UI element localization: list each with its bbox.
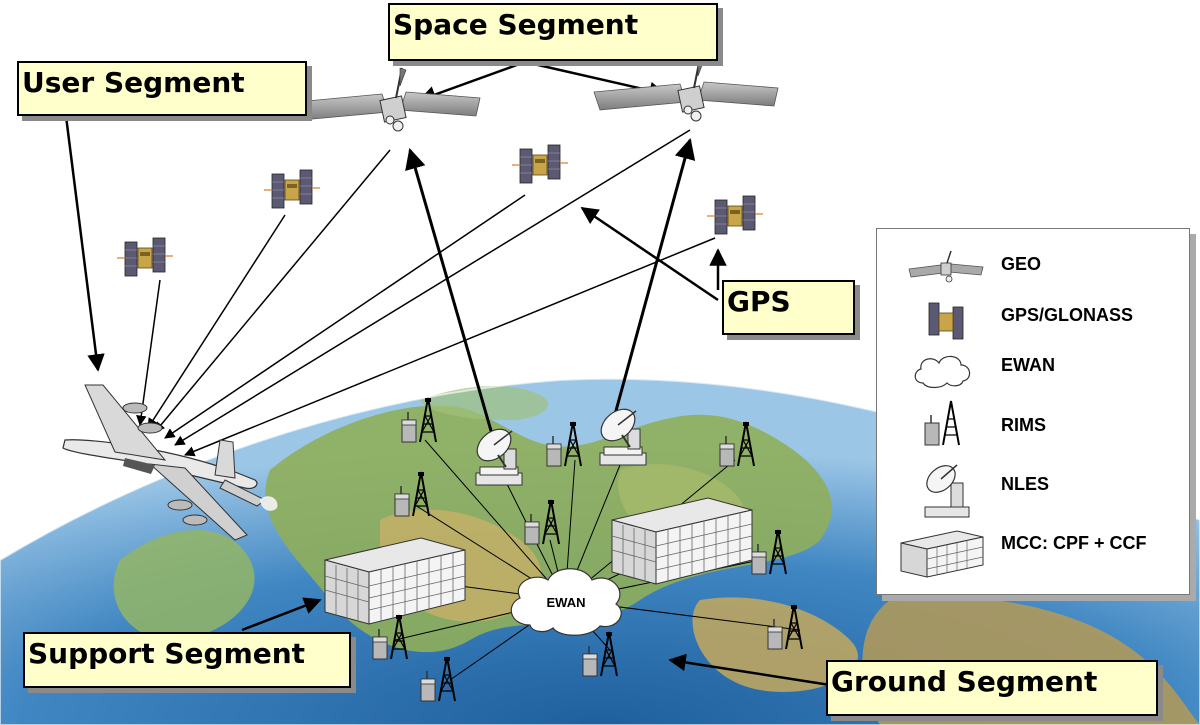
gps-satellite-icon [511,144,569,184]
gps-text: GPS [727,285,791,318]
space-segment-text: Space Segment [393,8,639,41]
user-segment-label: User Segment [17,61,307,116]
ewan-cloud-icon: EWAN [510,568,622,636]
ewan-cloud-label: EWAN [547,595,586,610]
support-segment-text: Support Segment [28,637,306,670]
space-segment-label: Space Segment [388,3,718,61]
gps-satellite-icon [116,237,174,277]
legend-label-gps-glonass: GPS/GLONASS [1001,305,1134,325]
legend-label-ewan: EWAN [1001,355,1055,375]
rims-station-icon [924,400,960,446]
signal-lines [136,129,716,457]
geo-satellite-icon [908,250,984,283]
user-segment-text: User Segment [22,66,245,99]
support-segment-label: Support Segment [23,632,351,688]
ground-segment-text: Ground Segment [831,665,1098,698]
mcc-building-icon [900,530,984,578]
gps-satellite-icon [263,169,321,209]
nles-uplinks [405,137,696,456]
legend: GEO GPS/GLONASS EWAN RIMS NLES MCC: CPF … [876,228,1190,595]
ewan-cloud-icon [914,355,971,389]
nles-dish-icon [924,464,970,518]
gps-satellite-icon [706,195,764,235]
legend-label-mcc: MCC: CPF + CCF [1001,533,1147,553]
gps-label: GPS [722,280,855,335]
ground-segment-label: Ground Segment [826,660,1158,716]
aircraft-icon [62,384,278,541]
legend-label-geo: GEO [1001,254,1042,274]
gps-glonass-satellite-icon [928,302,964,340]
legend-label-nles: NLES [1001,474,1050,494]
geo-satellite-icon [593,57,779,122]
label-arrows [64,60,831,687]
legend-label-rims: RIMS [1001,415,1046,435]
geo-satellite-icon [295,67,481,132]
